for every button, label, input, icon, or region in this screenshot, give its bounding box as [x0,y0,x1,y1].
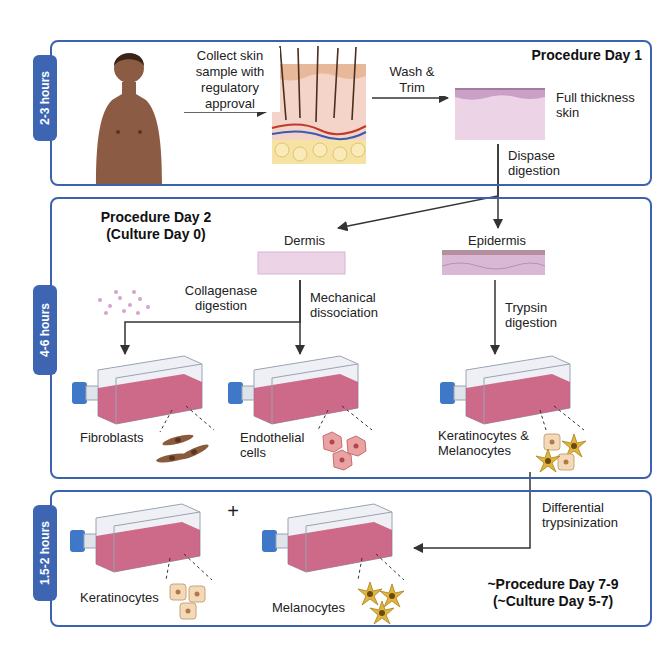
process-arrow [338,144,498,228]
node-label: Fibroblasts [80,430,162,445]
process-node: Epidermis [442,228,556,280]
process-arrow [494,280,496,354]
step-label: Collagenase digestion [178,283,264,313]
time-tab: 2-3 hours [33,55,57,141]
step-note: Wash & Trim [374,64,450,96]
process-node: Keratinocytes & Melanocytes [432,354,592,472]
stage-title: ~Procedure Day 7-9 (~Culture Day 5-7) [462,576,644,610]
time-tab: 4-6 hours [33,285,57,375]
skin-strip [455,88,545,140]
stage-panel: ~Procedure Day 7-9 (~Culture Day 5-7) Ker… [50,490,652,627]
step-note: Collect skin sample with regulatory appr… [180,48,280,112]
node-label: Dermis [257,233,352,248]
stage-panel: Procedure Day 2 (Culture Day 0) Dermis Epi… [50,197,652,479]
process-node: Endothelial cells [230,354,380,469]
process-arrow [414,472,530,548]
process-arrow [184,111,266,113]
culture-flask [70,504,212,619]
duration-label: 2-3 hours [38,71,52,125]
process-node: Dermis [257,228,356,280]
node-label: Keratinocytes & Melanocytes [438,428,540,458]
node-label: Melanocytes [272,600,367,615]
stage-title: Procedure Day 1 [532,47,643,64]
process-node: Fibroblasts [74,354,224,469]
node-label: Endothelial cells [240,430,320,460]
step-note: + [221,500,245,523]
node-label: Keratinocytes [80,590,175,605]
dermis-strip [258,252,345,274]
digested-cells [98,290,150,315]
process-arrow [125,280,300,354]
process-node: Melanocytes [264,502,414,620]
duration-label: 1.5-2 hours [38,521,52,585]
stage-panel: Procedure Day 1 Full thickness skin [50,40,652,186]
step-label: Differential trypsinization [540,500,648,530]
skin-illustration [272,46,366,164]
stage-title: Procedure Day 2 (Culture Day 0) [86,209,226,243]
process-arrow [372,97,448,99]
time-tab: 1.5-2 hours [33,505,57,601]
process-arrow [299,280,301,354]
culture-flask [72,356,214,464]
node-label: Full thickness skin [556,90,644,120]
culture-flask [262,504,404,624]
node-label: Epidermis [442,233,552,248]
epidermis-strip [442,250,545,275]
culture-flask [228,356,372,470]
process-arrow [497,144,499,228]
step-label: Mechanical dissociation [308,290,396,320]
person-figure [96,53,162,184]
step-label: Dispase digestion [506,148,582,178]
step-label: Trypsin digestion [503,300,579,330]
process-node: Keratinocytes [72,502,222,620]
process-node: Full thickness skin [454,88,648,144]
duration-label: 4-6 hours [38,303,52,357]
